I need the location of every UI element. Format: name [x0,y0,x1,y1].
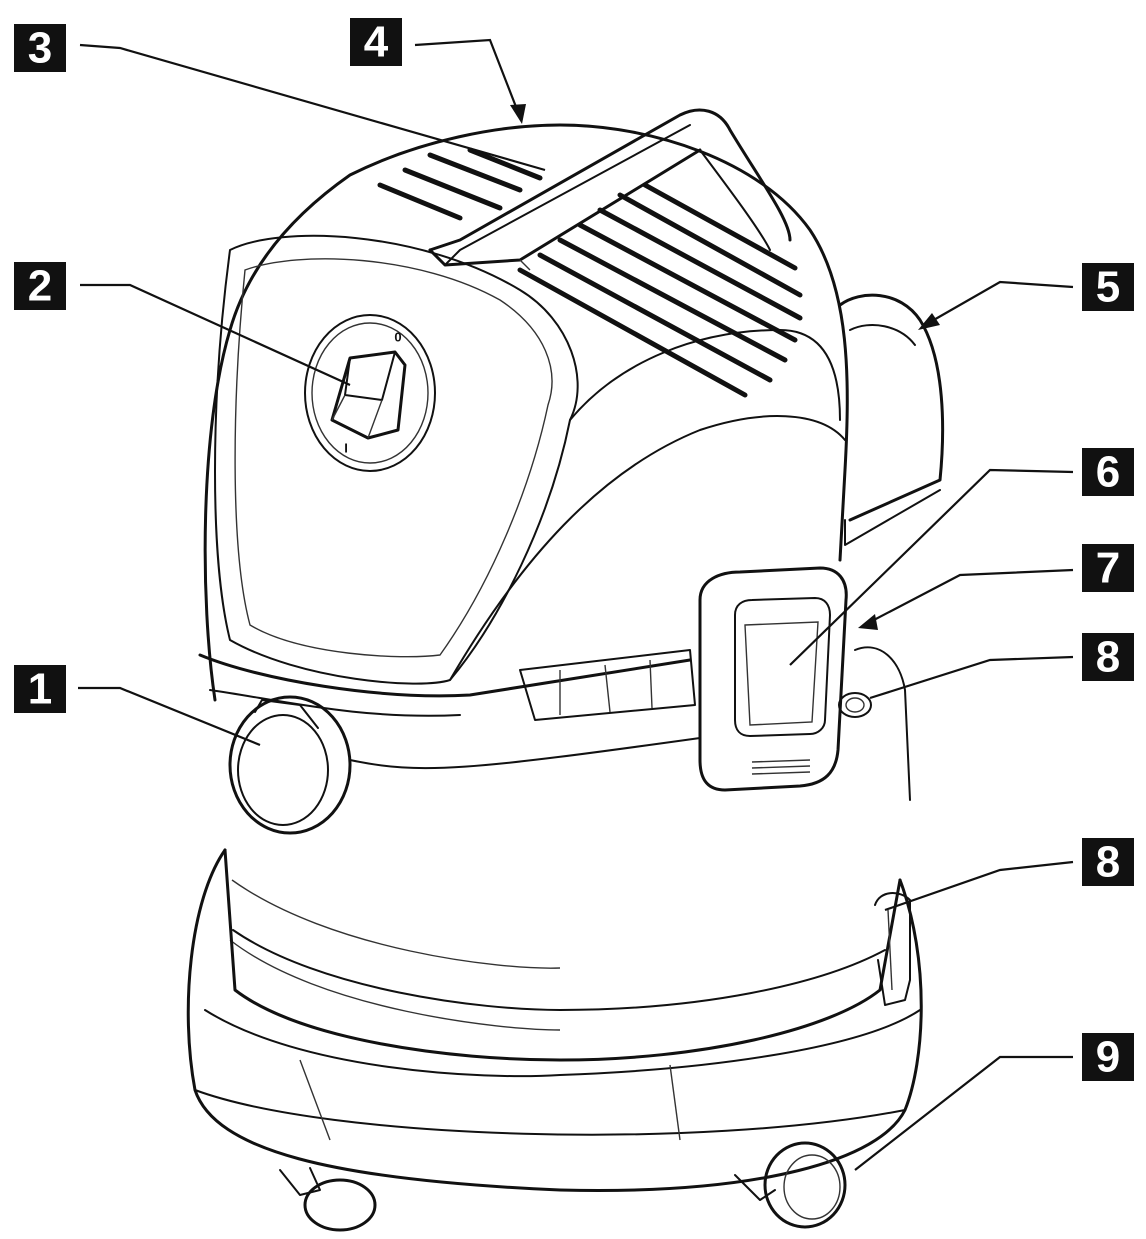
callout-8-bottom: 8 [1082,838,1134,887]
arrow-5 [918,313,940,330]
callout-7-label: 7 [1096,544,1120,593]
callout-5: 5 [1082,263,1134,312]
arrow-7 [858,614,878,630]
power-socket [698,566,848,792]
callout-3: 3 [14,24,66,73]
callout-8-top: 8 [1082,633,1134,682]
callout-8-bottom-label: 8 [1096,838,1120,887]
callout-9-label: 9 [1096,1033,1120,1082]
container-clip-slot [519,649,696,721]
callout-7: 7 [1082,544,1134,593]
callout-1-label: 1 [28,665,52,714]
blower-connection [838,293,945,546]
leader-lines [78,38,1074,1171]
container-drum [223,848,902,1062]
rotary-switch: 0 I [304,314,436,472]
arrow-4 [510,104,526,124]
callout-2: 2 [14,262,66,311]
suction-inlet [228,695,352,835]
base-bowl [186,848,923,1192]
motor-head [198,123,849,770]
callout-1: 1 [14,665,66,714]
callout-2-label: 2 [28,262,52,311]
carry-handle [428,108,792,271]
castor-wheels [279,1141,847,1232]
switch-off-mark: 0 [394,330,401,345]
callout-6-label: 6 [1096,448,1120,497]
callout-6: 6 [1082,448,1134,497]
switch-on-mark: I [344,441,348,456]
callout-9: 9 [1082,1033,1134,1082]
callout-8-top-label: 8 [1096,633,1120,682]
callout-4-label: 4 [364,18,389,67]
accessory-holders [838,646,911,1006]
callout-3-label: 3 [28,24,52,73]
callout-5-label: 5 [1096,263,1120,312]
top-vent-grille [377,147,803,398]
callout-4: 4 [350,18,402,67]
